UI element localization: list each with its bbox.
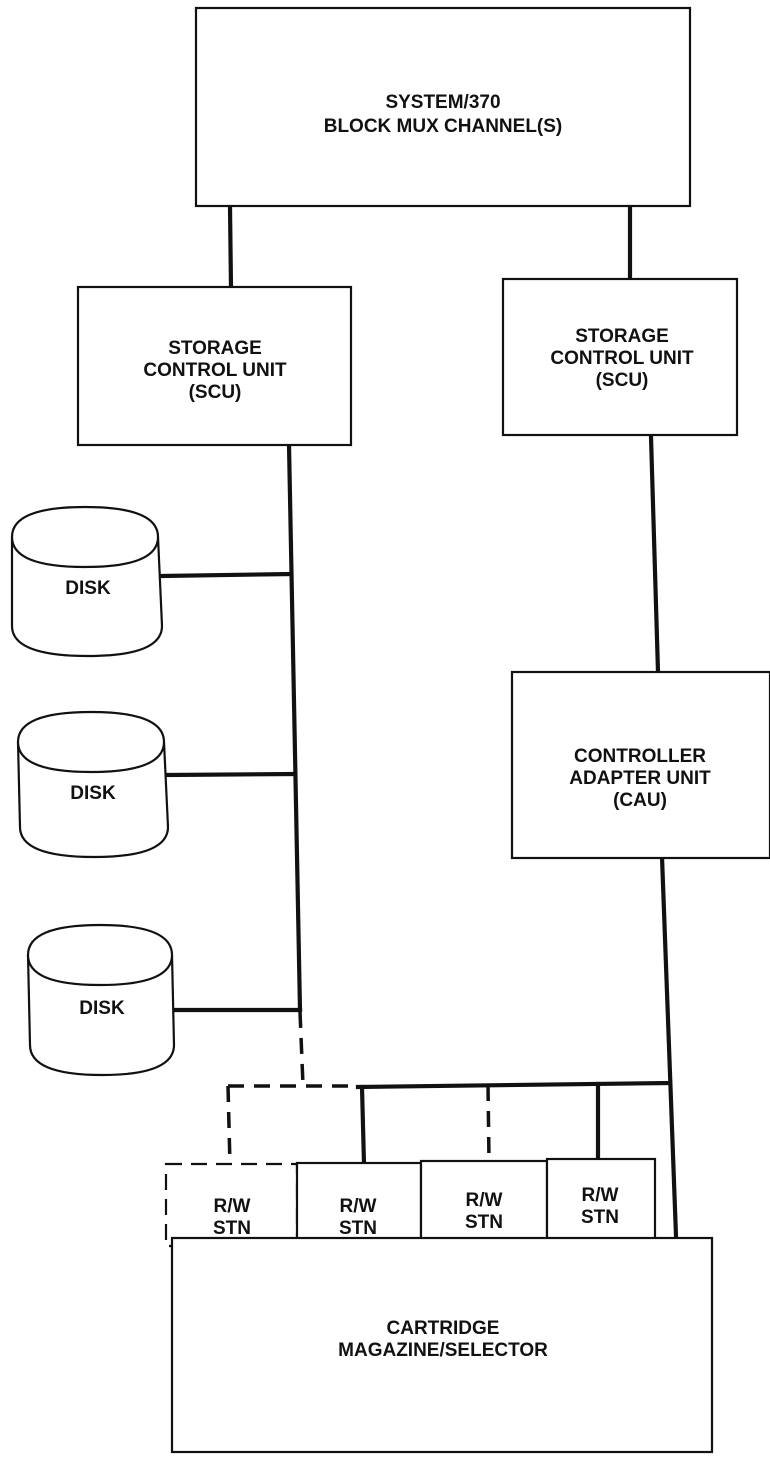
rw-station-2-label-line-2: STN (339, 1218, 377, 1239)
rw-station-2-label-line-1: R/W (340, 1196, 377, 1217)
wire-channel-to-left-scu (227, 204, 234, 291)
disk-3-label: DISK (79, 998, 125, 1019)
cartridge-magazine-selector: CARTRIDGE MAGAZINE/SELECTOR (170, 1236, 714, 1454)
wire-station-2-drop (359, 1084, 367, 1167)
rw-station-4-label-line-1: R/W (582, 1185, 619, 1206)
rw-station-3-label-line-2: STN (465, 1212, 503, 1233)
wire-right-scu-to-cau (648, 434, 661, 675)
disk-1-label: DISK (65, 578, 111, 599)
disk-3-top-rim (26, 954, 174, 987)
rw-station-3-outline (419, 1159, 549, 1248)
disk-2-label: DISK (70, 783, 116, 804)
scu-left-label-line-3: (SCU) (189, 382, 242, 403)
magazine-label-line-1: CARTRIDGE (387, 1318, 500, 1339)
rw-station-1: R/W STN (164, 1162, 299, 1248)
rw-station-4-label-line-2: STN (581, 1207, 619, 1228)
rw-station-1-label-line-1: R/W (214, 1196, 251, 1217)
wire-dashed-left-scu-extension (298, 1011, 305, 1086)
wire-disk-1 (159, 571, 294, 579)
channel-box-outline (194, 6, 692, 208)
cau-label-line-2: ADAPTER UNIT (569, 768, 711, 789)
scu-right-label-line-1: STORAGE (575, 326, 669, 347)
channel-label-line-1: SYSTEM/370 (385, 92, 500, 113)
scu-right-label-line-3: (SCU) (596, 370, 649, 391)
rw-station-1-label-line-2: STN (213, 1218, 251, 1239)
wire-cau-horizontal-bus (355, 1080, 673, 1090)
connections (159, 202, 679, 1239)
rw-station-3-label-line-1: R/W (466, 1190, 503, 1211)
system-370-channel-box: SYSTEM/370 BLOCK MUX CHANNEL(S) (194, 6, 692, 208)
channel-label-line-2: BLOCK MUX CHANNEL(S) (324, 116, 563, 137)
cau-label-line-1: CONTROLLER (574, 746, 706, 767)
scu-left-outline (76, 285, 353, 447)
rw-station-2: R/W STN (295, 1161, 423, 1248)
rw-station-4: R/W STN (545, 1157, 657, 1248)
disk-2-top-rim (16, 741, 166, 774)
magazine-label-line-2: MAGAZINE/SELECTOR (338, 1340, 548, 1361)
cau-outline (510, 670, 770, 860)
scu-left-label-line-2: CONTROL UNIT (143, 360, 287, 381)
cau-label-line-3: (CAU) (613, 790, 667, 811)
disk-1-top-rim (10, 536, 160, 569)
scu-right-outline (501, 277, 739, 437)
controller-adapter-unit: CONTROLLER ADAPTER UNIT (CAU) (510, 670, 770, 860)
magazine-outline (170, 1236, 714, 1454)
rw-station-4-outline (545, 1157, 657, 1248)
rw-station-3: R/W STN (419, 1159, 549, 1248)
wire-disk-2 (164, 771, 298, 778)
scu-right-label-line-2: CONTROL UNIT (550, 348, 694, 369)
storage-control-unit-right: STORAGE CONTROL UNIT (SCU) (501, 277, 739, 437)
disk-2: DISK (16, 710, 170, 859)
wire-left-scu-bus (286, 442, 303, 1013)
scu-left-label-line-1: STORAGE (168, 338, 262, 359)
disk-1: DISK (10, 505, 164, 658)
wire-dashed-station-3-drop (486, 1084, 491, 1161)
wire-cau-bus (659, 854, 679, 1239)
storage-control-unit-left: STORAGE CONTROL UNIT (SCU) (76, 285, 353, 447)
disk-3: DISK (26, 923, 176, 1077)
wire-dashed-station-1-drop (226, 1085, 232, 1166)
